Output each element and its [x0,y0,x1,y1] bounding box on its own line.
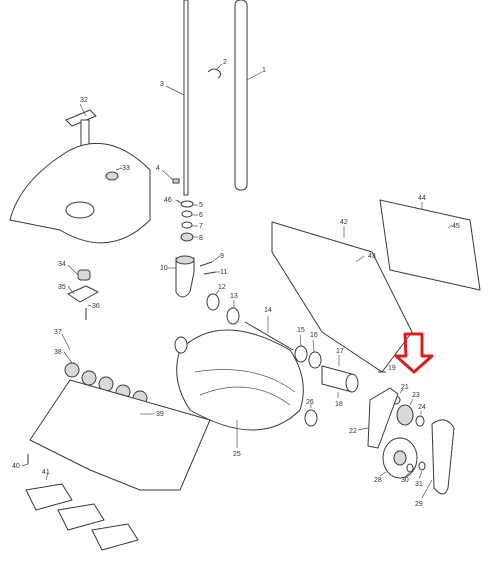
part-9-11-screws [199,255,221,275]
part-1-handle-tube [234,0,263,191]
callout-44: 44 [418,195,426,202]
part-33-top-cover [9,142,151,244]
part-26-washer [304,404,318,427]
callout-46: 46 [164,197,172,204]
callout-34: 34 [58,261,66,268]
callout-4: 4 [156,165,160,172]
callout-26: 26 [306,399,314,406]
callout-31: 31 [415,481,423,488]
callout-13: 13 [230,293,238,300]
callout-10: 10 [160,265,168,272]
callout-7: 7 [199,223,203,230]
callout-24: 24 [418,404,426,411]
part-40-screw [21,454,29,467]
parts-12-13-rings [206,289,240,325]
callout-8: 8 [199,235,203,242]
red-down-arrow-icon [394,332,434,374]
callout-30: 30 [401,477,409,484]
callout-36: 36 [92,303,100,310]
parts-42-43-side-bracket [271,221,413,373]
callout-39: 39 [156,411,164,418]
callout-37: 37 [54,329,62,336]
part-25-auger-rotor [174,329,304,448]
callout-25: 25 [233,451,241,458]
part-22-tensioner-arm [357,387,399,449]
callout-45: 45 [452,223,460,230]
callout-9: 9 [220,253,224,260]
parts-44-45-scraper-blade [379,199,481,291]
callout-5: 5 [199,202,203,209]
callout-2: 2 [223,59,227,66]
callout-40: 40 [12,463,20,470]
callout-23: 23 [412,392,420,399]
callout-18: 18 [335,401,343,408]
callout-12: 12 [218,284,226,291]
callout-6: 6 [199,212,203,219]
part-3-shaft-rod [165,0,189,196]
parts-17-18-bracket [321,355,359,398]
parts-15-16-bearings [294,334,322,369]
callout-35: 35 [58,284,66,291]
callout-11: 11 [220,269,227,276]
callout-22: 22 [349,428,357,435]
callout-1: 1 [262,67,266,74]
part-41-skids [25,471,139,551]
callout-38: 38 [54,349,62,356]
part-46-clip [175,199,183,205]
callout-21: 21 [401,384,409,391]
callout-32: 32 [80,97,88,104]
callout-3: 3 [160,81,164,88]
callout-14: 14 [264,307,272,314]
callout-19: 19 [388,365,396,372]
callout-16: 16 [310,332,318,339]
callout-28: 28 [374,477,382,484]
part-14-drive-shaft [244,316,294,351]
part-2-clip [207,63,223,79]
callout-17: 17 [336,348,344,355]
part-39-base-plate [29,379,211,491]
part-29-drive-belt [421,419,455,499]
part-10-gear-housing [168,255,195,298]
parts-34-36-spring-knob [67,264,99,320]
callout-15: 15 [297,327,305,334]
callout-33: 33 [122,165,130,172]
callout-42: 42 [340,219,348,226]
part-4-screw [161,169,180,184]
parts-5-8-washer-stack [176,199,198,242]
callout-29: 29 [415,501,423,508]
callout-43: 43 [368,253,376,260]
callout-41: 41 [42,469,50,476]
part-32-knob [65,103,97,149]
parts-30-31-washers [405,461,426,480]
